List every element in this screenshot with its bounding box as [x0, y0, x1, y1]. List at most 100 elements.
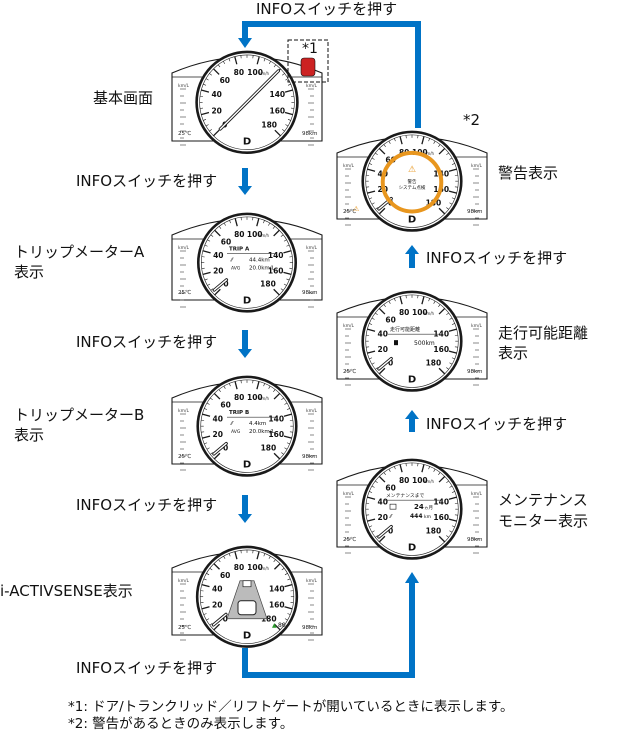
speed-tick-label: 140 — [433, 329, 449, 338]
speed-tick-label: 160 — [433, 345, 449, 354]
speed-tick — [280, 288, 284, 291]
speed-tick — [448, 190, 457, 194]
speed-unit: km/h — [259, 71, 270, 76]
speed-tick-label: 60 — [221, 238, 231, 247]
speed-tick-label: 80 — [234, 393, 244, 402]
speedometer-dial — [361, 458, 463, 560]
speed-tick-label: 80 — [234, 230, 244, 239]
speed-tick — [204, 278, 208, 281]
speed-tick — [210, 397, 213, 401]
needle — [219, 70, 280, 130]
trip-avg: 20.0km/L — [249, 266, 276, 272]
speed-tick — [286, 442, 290, 445]
arrow-loop-top-head — [238, 38, 252, 48]
speed-tick — [218, 226, 222, 229]
speed-tick — [203, 613, 207, 615]
speed-tick — [428, 466, 430, 470]
speed-tick — [201, 606, 210, 610]
speed-tick — [283, 239, 287, 242]
speed-tick — [213, 129, 220, 137]
odo-readout: 98km — [302, 454, 318, 460]
speed-tick-label: 160 — [268, 266, 284, 275]
speed-tick — [388, 300, 391, 304]
speed-tick-label: 60 — [385, 484, 395, 493]
maint-title: メンテナンスまで — [386, 493, 424, 499]
speed-tick — [283, 250, 292, 254]
gear-indicator: D — [243, 137, 251, 148]
speed-tick — [285, 124, 289, 127]
speed-tick — [449, 202, 453, 205]
speedometer-dial — [361, 290, 463, 392]
side-unit-right: km/L — [306, 83, 318, 89]
speed-tick-label: 40 — [213, 251, 223, 260]
door-open-icon — [300, 57, 316, 77]
speed-tick-label: 100 — [412, 476, 428, 485]
speed-tick — [268, 556, 271, 559]
needle — [212, 613, 227, 626]
maint-road-icon: ⁄⁄ — [389, 514, 393, 520]
speed-tick — [202, 250, 211, 254]
speed-tick — [207, 283, 211, 286]
set-speed: 80 — [278, 622, 286, 629]
speed-tick — [286, 278, 290, 281]
speed-tick — [256, 218, 260, 227]
speed-tick-label: 180 — [261, 615, 277, 624]
speed-tick — [228, 58, 231, 62]
needle — [378, 525, 392, 538]
speed-tick-label: 140 — [268, 251, 284, 260]
speed-tick — [234, 218, 238, 227]
speed-tick — [446, 207, 449, 210]
speed-tick — [369, 357, 373, 360]
speed-tick — [283, 283, 287, 286]
speed-tick — [367, 168, 376, 172]
label-iactivsense: i-ACTIVSENSE表示 — [0, 582, 133, 600]
side-unit-left: km/L — [178, 245, 190, 251]
speed-tick — [369, 163, 373, 165]
speed-tick — [371, 317, 375, 320]
speed-tick — [388, 140, 391, 144]
speed-tick — [274, 129, 281, 137]
speed-tick — [448, 328, 457, 332]
speedometer-dial — [196, 375, 298, 477]
speed-tick-label: 100 — [247, 393, 263, 402]
speed-tick — [449, 362, 453, 365]
speed-tick — [378, 207, 386, 215]
speed-tick — [371, 485, 375, 488]
speed-tick — [433, 468, 436, 472]
speed-tick-label: 20 — [213, 430, 223, 439]
speed-tick-label: 100 — [247, 68, 263, 77]
own-car-icon — [237, 600, 257, 616]
speed-tick — [438, 307, 446, 315]
calendar-icon — [389, 503, 397, 510]
speed-tick — [371, 157, 375, 160]
speed-tick — [209, 567, 213, 571]
speed-tick — [217, 64, 221, 68]
label-info-switch-3: INFOスイッチを押す — [76, 496, 218, 514]
speed-tick — [205, 78, 209, 81]
warning-ring — [380, 150, 444, 214]
speed-tick — [284, 618, 288, 621]
speed-tick-label: 0 — [388, 359, 393, 368]
speed-tick — [375, 152, 378, 156]
trip-avg-label: AVG — [231, 429, 241, 435]
speed-tick — [375, 312, 378, 316]
speed-tick — [378, 307, 386, 315]
side-unit-left: km/L — [343, 163, 355, 169]
speed-tick — [284, 583, 293, 588]
speed-tick — [282, 73, 285, 76]
speed-tick — [378, 367, 386, 375]
speed-tick — [449, 157, 453, 160]
trip-distance-icon: ⁄⁄ — [230, 258, 234, 264]
speed-tick — [234, 551, 238, 560]
arrow-loop-bottom — [242, 580, 415, 678]
speed-tick-label: 20 — [212, 601, 222, 610]
speed-tick — [223, 61, 226, 64]
set-speed-icon: ▲ — [272, 622, 277, 629]
speed-tick — [449, 530, 453, 533]
speed-tick-label: 140 — [269, 585, 285, 594]
speed-tick — [284, 111, 293, 116]
speed-unit: km/h — [259, 233, 270, 238]
speed-tick-label: 40 — [378, 329, 388, 338]
trip-distance-icon: ⁄⁄ — [230, 421, 234, 427]
